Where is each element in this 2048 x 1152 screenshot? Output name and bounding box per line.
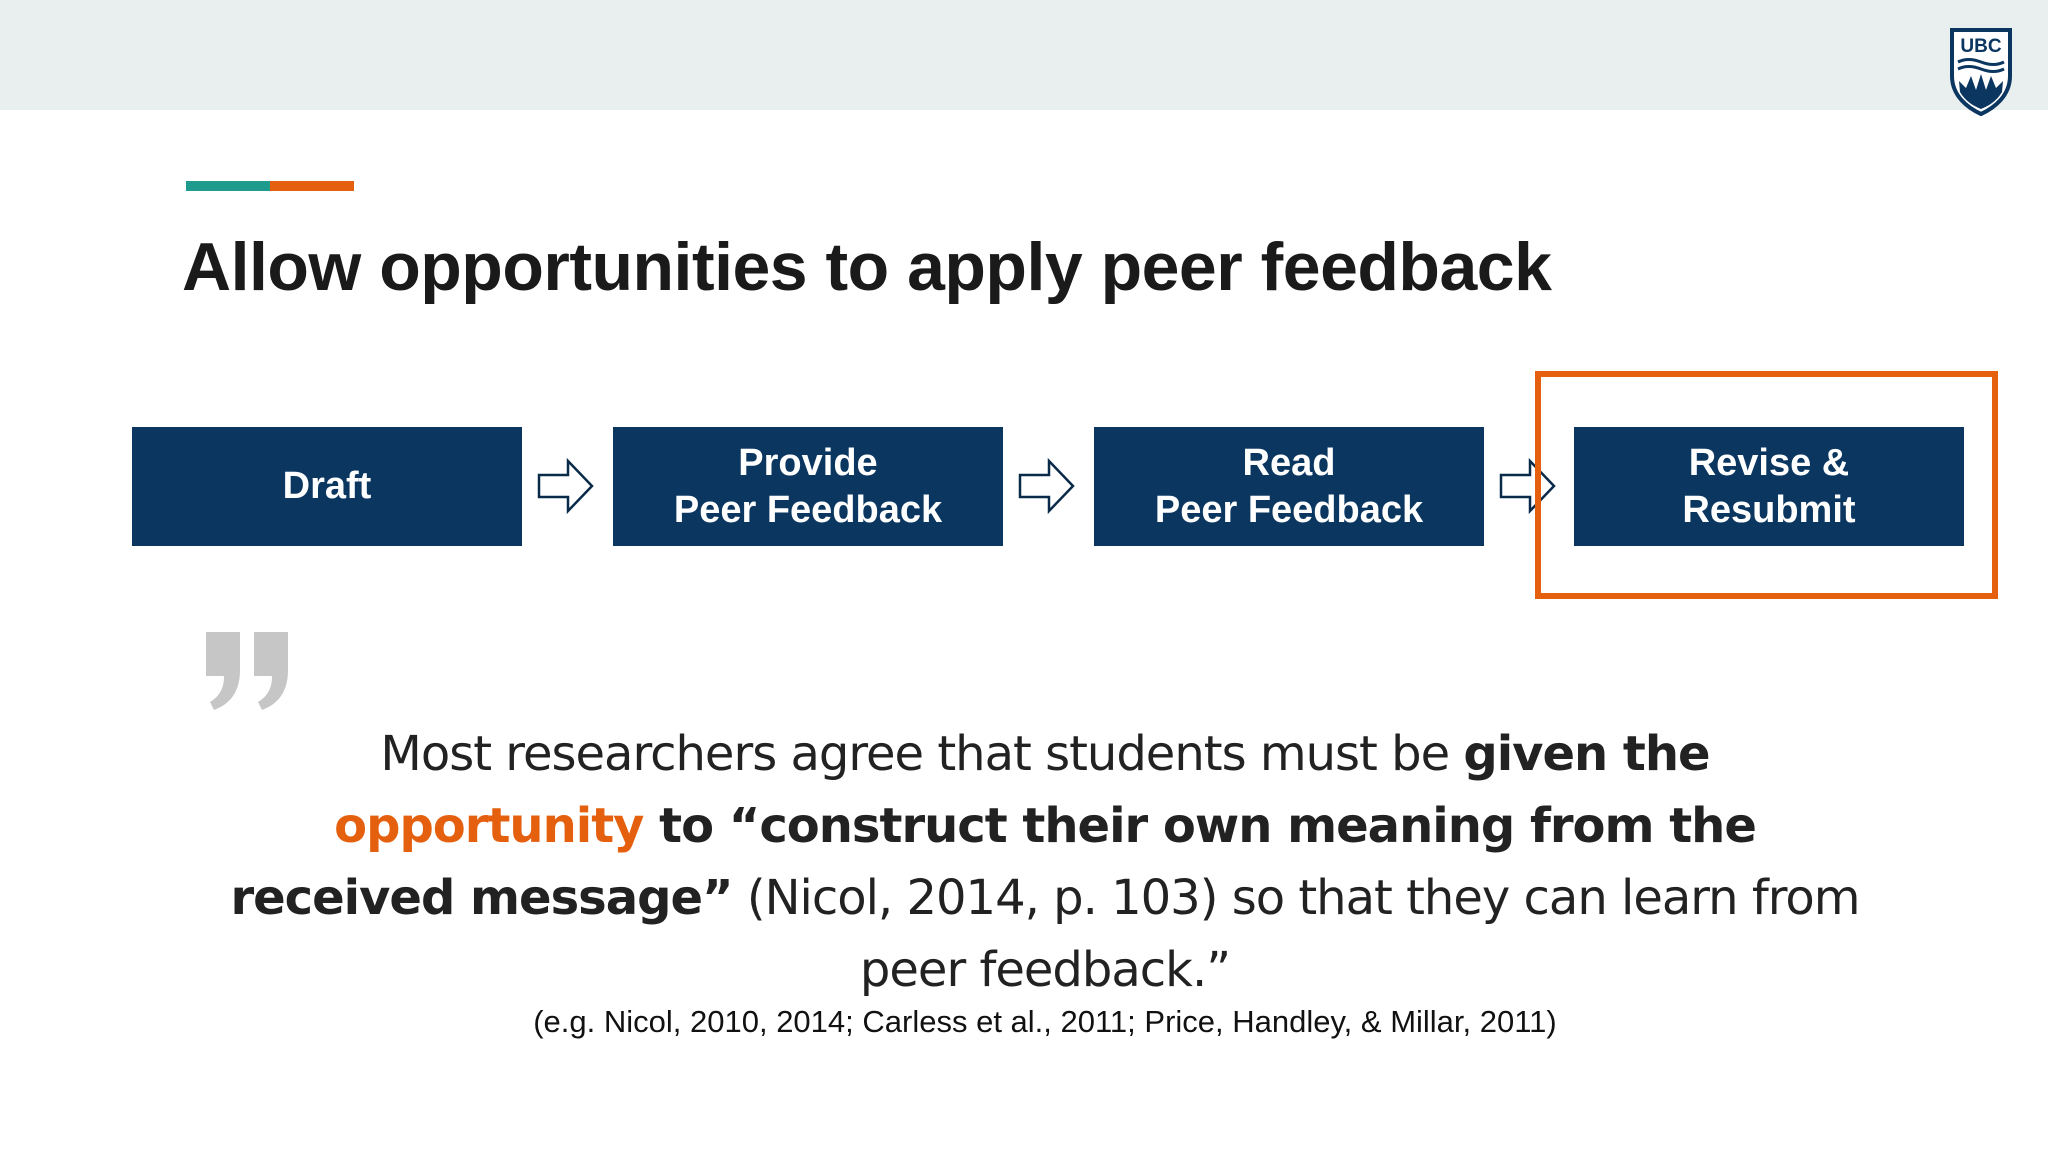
step-label-line1: Provide (738, 441, 878, 484)
step-label-line2: Peer Feedback (673, 488, 943, 531)
quote-part: Most researchers agree that students mus… (380, 726, 1464, 782)
right-arrow-icon (537, 458, 594, 514)
step-label-line1: Revise & (1688, 441, 1850, 484)
highlight-box (1535, 371, 1998, 599)
quote-part: (Nicol, 2014, p. 103) so that they can l… (732, 870, 1861, 998)
ubc-crest-icon: UBC (1950, 28, 2012, 116)
svg-text:UBC: UBC (1960, 36, 2001, 57)
quote-part-bold: given the (1463, 726, 1710, 782)
slide-title: Allow opportunities to apply peer feedba… (182, 229, 1552, 305)
accent-bar-teal (186, 181, 270, 191)
step-provide-peer-feedback: Provide Peer Feedback (613, 427, 1003, 546)
quote-highlight: opportunity (334, 798, 644, 854)
step-label-line2: Resubmit (1682, 488, 1856, 531)
quote-part-bold: to “construct their own meaning from the… (230, 798, 1756, 926)
header-bar (0, 0, 2048, 110)
citation: (e.g. Nicol, 2010, 2014; Carless et al.,… (533, 1004, 1557, 1039)
step-revise-resubmit: Revise & Resubmit (1574, 427, 1964, 546)
quote-text: Most researchers agree that students mus… (220, 718, 1870, 1006)
step-draft: Draft (132, 427, 522, 546)
step-label-line1: Draft (282, 465, 372, 507)
quotation-mark-icon (206, 632, 288, 710)
accent-bar-orange (270, 181, 354, 191)
step-label-line1: Read (1242, 441, 1336, 484)
right-arrow-icon (1018, 458, 1075, 514)
step-read-peer-feedback: Read Peer Feedback (1094, 427, 1484, 546)
step-label-line2: Peer Feedback (1154, 488, 1424, 531)
